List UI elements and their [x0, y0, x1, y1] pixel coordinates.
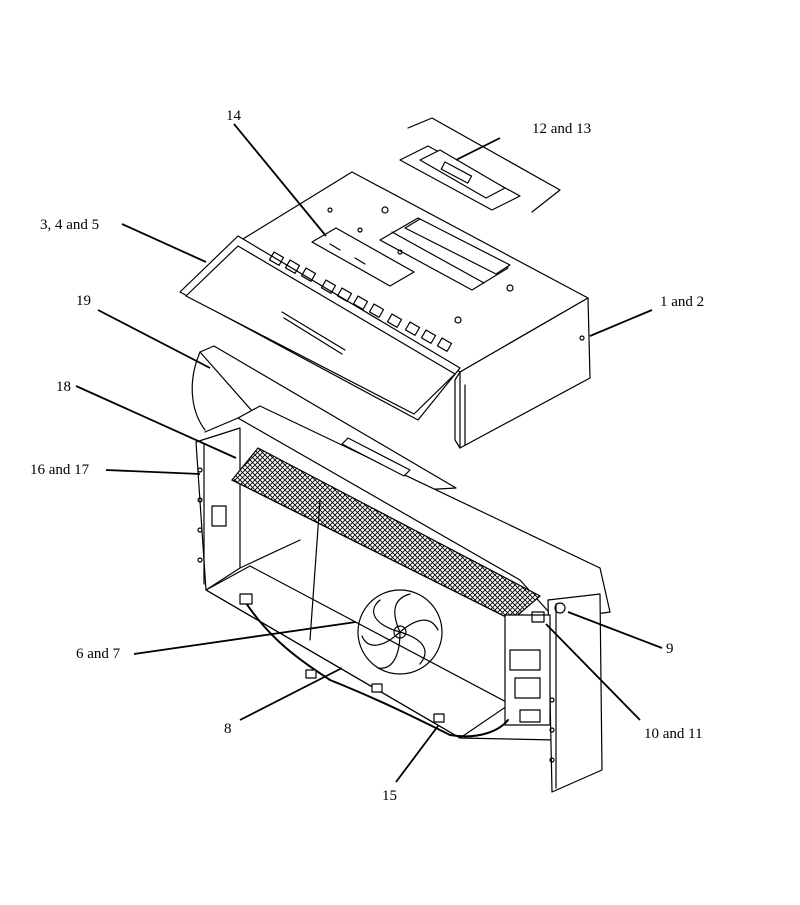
light-lens-assembly — [399, 117, 561, 213]
callout-19: 19 — [76, 293, 91, 309]
callout-1-and-2: 1 and 2 — [660, 294, 704, 310]
callout-16-and-17: 16 and 17 — [30, 462, 90, 478]
callout-14: 14 — [226, 108, 242, 124]
callout-10-and-11: 10 and 11 — [644, 726, 703, 742]
lower-chassis — [191, 345, 611, 793]
callout-18: 18 — [56, 379, 71, 395]
callout-15: 15 — [382, 788, 397, 804]
callout-8: 8 — [224, 721, 232, 737]
callout-labels: 14 12 and 13 3, 4 and 5 1 and 2 19 18 16… — [30, 108, 704, 804]
callout-12-and-13: 12 and 13 — [532, 121, 591, 137]
front-trim-panel — [179, 235, 461, 421]
control-panel-cover — [311, 227, 415, 287]
callout-6-and-7: 6 and 7 — [76, 646, 121, 662]
leader-lines — [75, 123, 663, 783]
callout-9: 9 — [666, 641, 674, 657]
fan-blades — [361, 593, 439, 669]
callout-3-4-and-5: 3, 4 and 5 — [40, 217, 99, 233]
